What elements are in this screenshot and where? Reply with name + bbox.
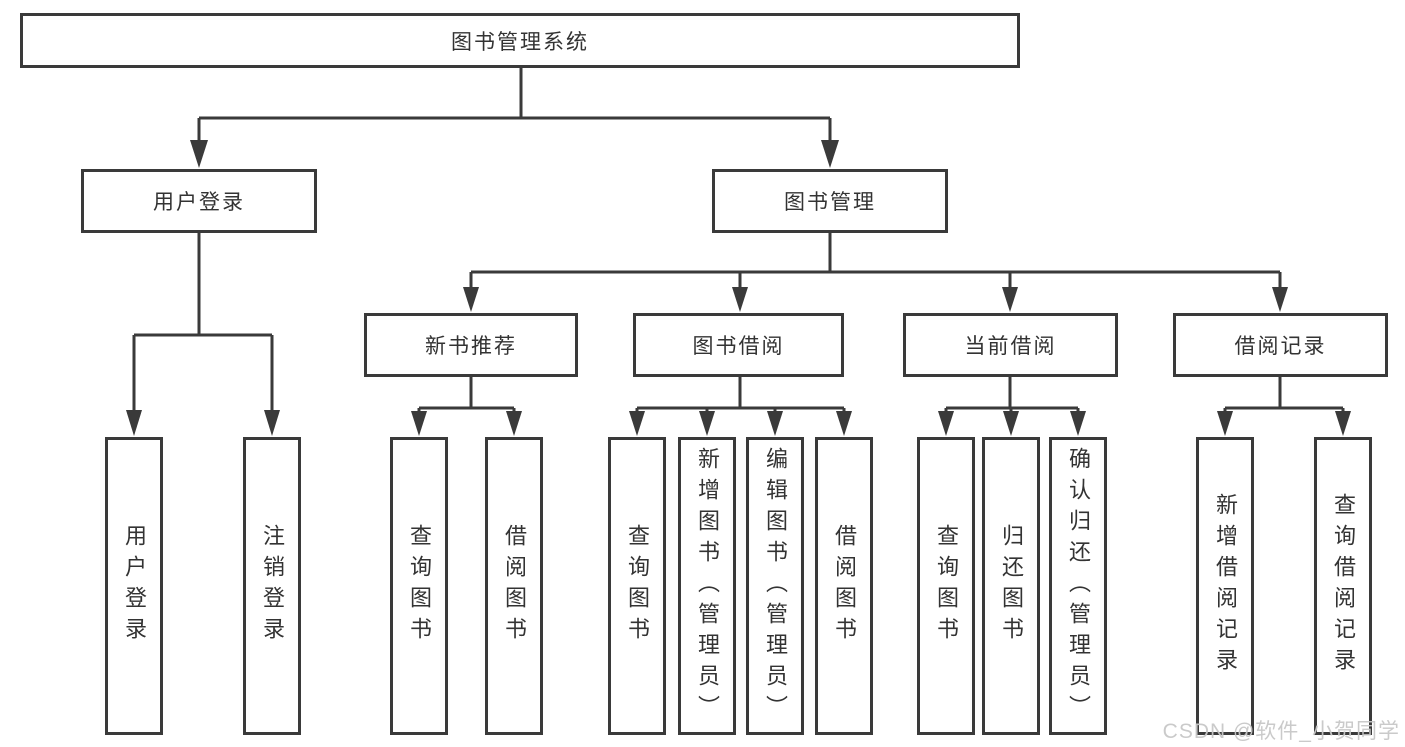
csdn-watermark: CSDN @软件_小贺同学 [1162,720,1400,743]
node-borrow-records: 借阅记录 [1173,313,1388,377]
node-borrow-books-borrow: 借阅图书 [815,437,873,735]
node-new-book-recommend: 新书推荐 [364,313,578,377]
node-query-books-recommend-label: 查询图书 [407,524,432,648]
node-edit-book-admin: 编辑图书（管理员） [746,437,804,735]
node-query-books-borrow: 查询图书 [608,437,666,735]
node-book-borrow: 图书借阅 [633,313,844,377]
node-query-books-current-label: 查询图书 [934,524,959,648]
node-return-book-label: 归还图书 [999,524,1024,648]
node-add-borrow-record-label: 新增借阅记录 [1213,493,1238,679]
node-logout: 注销登录 [243,437,301,735]
node-query-borrow-record-label: 查询借阅记录 [1331,493,1356,679]
node-user-login: 用户登录 [81,169,317,233]
node-confirm-return-admin: 确认归还（管理员） [1049,437,1107,735]
node-book-management: 图书管理 [712,169,948,233]
node-user-login-leaf: 用户登录 [105,437,163,735]
node-query-books-recommend: 查询图书 [390,437,448,735]
node-query-books-current: 查询图书 [917,437,975,735]
node-book-management-label: 图书管理 [784,191,876,214]
node-add-borrow-record: 新增借阅记录 [1196,437,1254,735]
node-user-login-leaf-label: 用户登录 [122,524,147,648]
node-borrow-books-borrow-label: 借阅图书 [832,524,857,648]
node-library-system-label: 图书管理系统 [451,30,589,54]
node-book-borrow-label: 图书借阅 [692,335,785,358]
node-query-books-borrow-label: 查询图书 [625,524,650,648]
node-current-borrow-label: 当前借阅 [964,335,1057,358]
node-borrow-books-recommend: 借阅图书 [485,437,543,735]
node-user-login-label: 用户登录 [153,191,245,214]
node-borrow-books-recommend-label: 借阅图书 [502,524,527,648]
node-edit-book-admin-label: 编辑图书（管理员） [763,446,788,726]
node-logout-label: 注销登录 [260,524,285,648]
node-library-system: 图书管理系统 [20,13,1020,68]
node-confirm-return-admin-label: 确认归还（管理员） [1066,446,1091,726]
node-current-borrow: 当前借阅 [903,313,1118,377]
node-new-book-recommend-label: 新书推荐 [425,335,517,358]
node-borrow-records-label: 借阅记录 [1234,335,1327,358]
node-add-book-admin: 新增图书（管理员） [678,437,736,735]
node-add-book-admin-label: 新增图书（管理员） [695,446,720,726]
node-return-book: 归还图书 [982,437,1040,735]
node-query-borrow-record: 查询借阅记录 [1314,437,1372,735]
